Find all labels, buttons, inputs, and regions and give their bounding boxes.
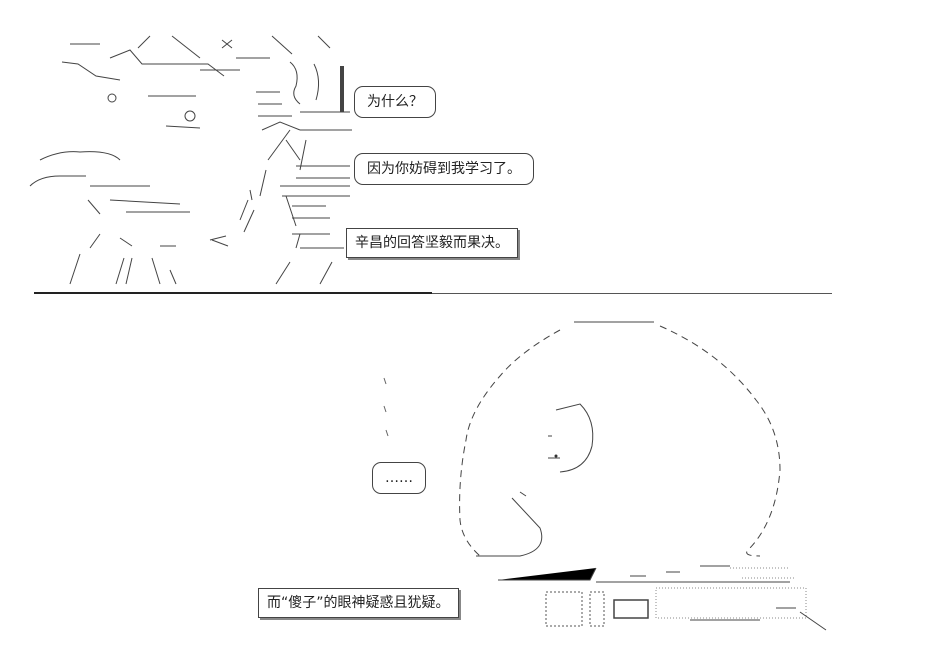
narration-box-top: 辛昌的回答坚毅而果决。 — [346, 228, 518, 258]
speech-text-ellipsis: …… — [385, 470, 413, 486]
bottom-panel-art — [383, 321, 827, 631]
narration-box-bottom: 而“傻子”的眼神疑惑且犹疑。 — [258, 588, 459, 618]
speech-bubble-ellipsis: …… — [372, 462, 426, 494]
top-panel-art — [29, 35, 352, 285]
speech-bubble-because: 因为你妨碍到我学习了。 — [354, 153, 534, 185]
narration-text-top: 辛昌的回答坚毅而果决。 — [355, 235, 509, 251]
narration-text-bottom: 而“傻子”的眼神疑惑且犹疑。 — [267, 595, 450, 611]
speech-text-why: 为什么？ — [367, 94, 423, 110]
speech-bubble-why: 为什么？ — [354, 86, 436, 118]
speech-text-because: 因为你妨碍到我学习了。 — [367, 161, 521, 177]
